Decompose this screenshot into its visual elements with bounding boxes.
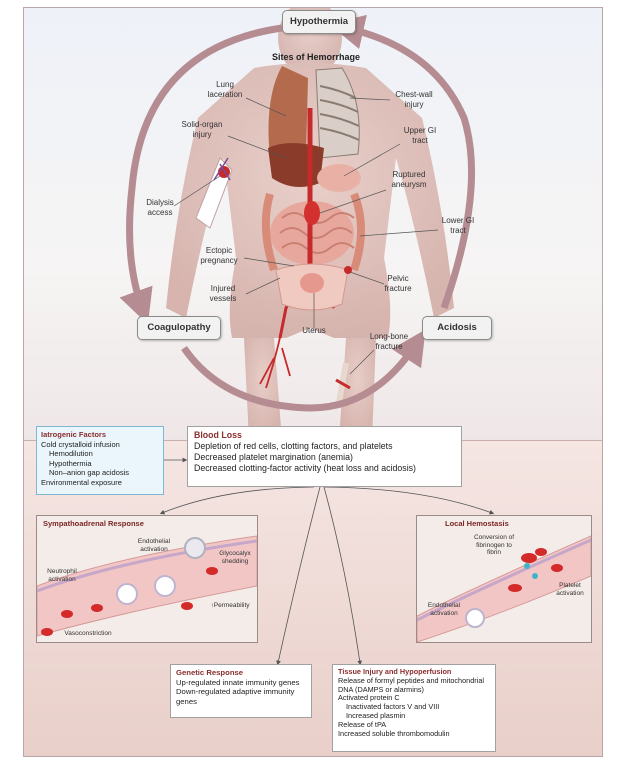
blood-loss-box: Blood Loss Depletion of red cells, clott… [187,426,462,487]
sites-title: Sites of Hemorrhage [272,52,361,62]
label-pelvic: Pelvic fracture [384,274,412,293]
iatrogenic-title: Iatrogenic Factors [41,430,107,439]
iatrogenic-line: Environmental exposure [41,477,122,487]
label-vasoconstriction: Vasoconstriction [64,630,112,637]
genetic-line: Down-regulated adaptive immunity genes [176,687,295,706]
acidosis-box: Acidosis [422,316,492,340]
label-neutrophil: Neutrophil activation [47,568,77,583]
hypothermia-box: Hypothermia [282,10,356,34]
label-solid-organ: Solid-organ injury [181,120,223,139]
connector-arrows [159,457,495,666]
hemorrhage-sites-panel: Sites of Hemorrhage Hypothermia Coagulop… [24,8,602,440]
tissue-line: Release of formyl peptides and mitochond… [338,675,485,694]
label-fibrinogen: Conversion of fibrinogen to fibrin [473,534,515,556]
label-lung: Lung laceration [207,80,243,99]
cycle-arrows [119,14,476,412]
sympathoadrenal-title: Sympathoadrenal Response [43,519,144,528]
body-illustration [119,8,476,440]
figure-frame: Sites of Hemorrhage Hypothermia Coagulop… [23,7,603,757]
genetic-title: Genetic Response [176,668,244,677]
label-endothelial-activation: Endothelial activation [427,602,461,617]
iatrogenic-line: Cold crystalloid infusion [41,439,120,449]
vessel-illustration [37,535,257,637]
iatrogenic-factors-box: Iatrogenic Factors Cold crystalloid infu… [36,426,164,495]
blood-loss-line: Depletion of red cells, clotting factors… [194,441,393,451]
blood-loss-title: Blood Loss [194,430,242,440]
lungs [268,66,360,159]
tissue-line: Inactivated factors V and VIII [346,702,440,712]
blood-loss-line: Decreased clotting-factor activity (heat… [194,463,416,473]
sympathoadrenal-panel: Sympathoadrenal Response Endothelial act… [36,515,258,643]
tissue-title: Tissue Injury and Hypoperfusion [338,667,452,676]
local-hemostasis-panel: Local Hemostasis Conversion of fibrinoge… [416,515,592,643]
local-hemostasis-title: Local Hemostasis [445,519,509,528]
genetic-line: Up-regulated innate immunity genes [176,677,300,687]
tissue-line: Activated protein C [338,693,400,703]
label-injured-vessels: Injured vessels [209,284,237,303]
tissue-injury-box: Tissue Injury and Hypoperfusion Release … [332,664,496,752]
blood-loss-line: Decreased platelet margination (anemia) [194,452,353,462]
label-dialysis: Dialysis access [146,198,174,217]
tissue-line: Increased plasmin [346,710,406,720]
tissue-line: Release of tPA [338,719,387,729]
label-permeability: ↑Permeability [210,602,250,609]
iatrogenic-line: Hemodilution [49,449,93,458]
iatrogenic-line: Non–anion gap acidosis [49,468,130,477]
leg-vessel [259,307,291,389]
label-long-bone: Long-bone fracture [369,332,409,351]
iatrogenic-line: Hypothermia [49,458,92,468]
label-ectopic: Ectopic pregnancy [200,246,238,265]
genetic-response-box: Genetic Response Up-regulated innate imm… [170,664,312,718]
label-upper-gi: Upper GI tract [403,126,437,145]
label-platelet-activation: Platelet activation [556,582,584,597]
label-chest-wall: Chest-wall injury [395,90,433,109]
hemostasis-illustration [417,535,591,642]
tissue-line: Increased soluble thrombomodulin [338,728,450,738]
label-uterus: Uterus [302,326,326,335]
coagulopathy-box: Coagulopathy [137,316,221,340]
stomach [317,164,361,192]
pelvis [275,263,352,311]
long-bone [335,362,351,404]
label-lower-gi: Lower GI tract [441,216,475,235]
label-glycocalyx: Glycocalyx shedding [219,550,251,565]
label-endothelial-activation: Endothelial activation [137,538,171,553]
arm-access [195,157,233,229]
leader-lines [173,97,439,375]
label-aneurysm: Ruptured aneurysm [391,170,427,189]
